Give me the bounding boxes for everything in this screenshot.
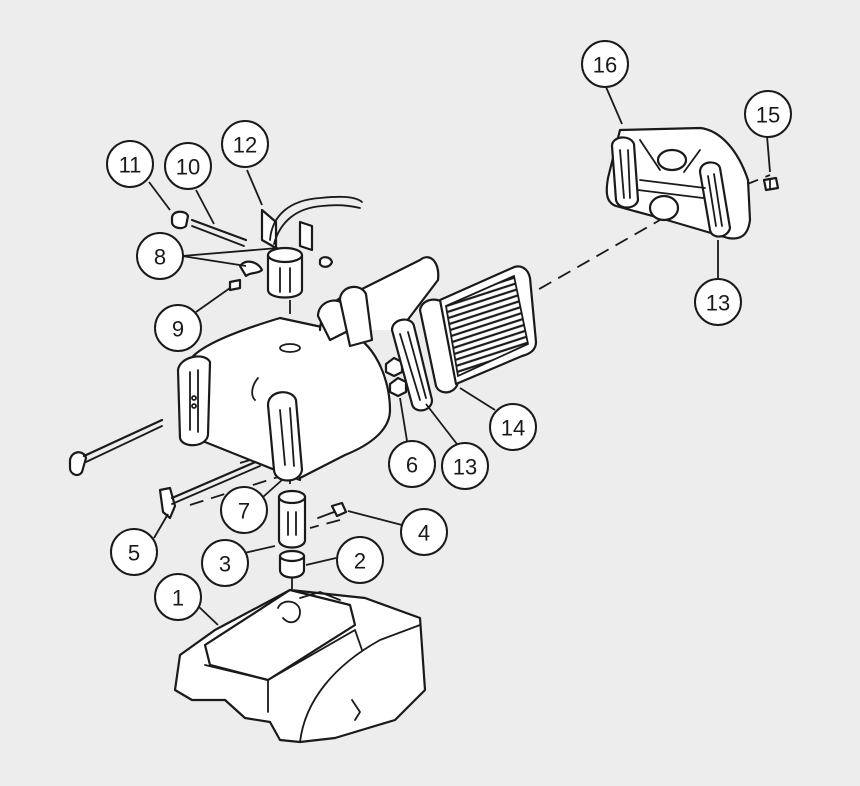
callout-16: 16 <box>581 40 629 88</box>
callout-label: 15 <box>756 103 780 128</box>
callout-label: 1 <box>172 586 184 611</box>
base-housing <box>173 588 427 744</box>
callout-circle <box>581 40 629 88</box>
callout-9: 9 <box>154 304 202 352</box>
callout-11: 11 <box>106 140 154 188</box>
callout-1: 1 <box>154 573 202 621</box>
callout-label: 3 <box>219 552 231 577</box>
callout-label: 4 <box>418 521 430 546</box>
callout-circle <box>110 528 158 576</box>
callout-4: 4 <box>400 508 448 556</box>
upper-fittings <box>170 195 363 299</box>
callout-circle <box>694 278 742 326</box>
callout-7: 7 <box>220 486 268 534</box>
bushing <box>278 549 306 579</box>
callout-8: 8 <box>136 232 184 280</box>
leader-lines <box>148 86 771 626</box>
callout-label: 10 <box>176 155 200 180</box>
callout-13: 13 <box>694 278 742 326</box>
callout-circle <box>106 140 154 188</box>
callout-circle <box>164 142 212 190</box>
callout-14: 14 <box>489 403 537 451</box>
callout-label: 2 <box>354 549 366 574</box>
handle-rods <box>68 418 262 520</box>
callout-12: 12 <box>221 120 269 168</box>
callout-label: 11 <box>119 153 142 178</box>
bolt <box>317 501 348 519</box>
grill-heater <box>418 265 538 394</box>
callout-2: 2 <box>336 536 384 584</box>
callout-circle <box>400 508 448 556</box>
callout-circle <box>336 536 384 584</box>
yoke-body <box>176 316 392 482</box>
callout-circle <box>441 442 489 490</box>
clip <box>762 176 780 192</box>
callout-label: 14 <box>501 416 525 441</box>
callout-circle <box>744 90 792 138</box>
callout-label: 12 <box>233 133 257 158</box>
nuts <box>384 356 408 398</box>
callout-5: 5 <box>110 528 158 576</box>
callout-circle <box>489 403 537 451</box>
callout-circle <box>154 304 202 352</box>
callout-circle <box>154 573 202 621</box>
callout-label: 13 <box>453 455 477 480</box>
callout-label: 8 <box>154 245 166 270</box>
callout-label: 6 <box>406 453 418 478</box>
back-plate <box>605 126 752 240</box>
callout-circle <box>201 539 249 587</box>
callout-circle <box>221 120 269 168</box>
sliding-bracket <box>316 256 440 412</box>
callout-6: 6 <box>388 440 436 488</box>
callout-label: 16 <box>593 53 617 78</box>
callout-13: 13 <box>441 442 489 490</box>
callout-10: 10 <box>164 142 212 190</box>
callout-label: 5 <box>128 541 140 566</box>
callout-circle <box>220 486 268 534</box>
callout-circle <box>388 440 436 488</box>
callout-label: 13 <box>706 291 730 316</box>
callout-15: 15 <box>744 90 792 138</box>
callout-3: 3 <box>201 539 249 587</box>
callout-label: 9 <box>172 317 184 342</box>
post-sleeve <box>277 489 307 549</box>
callout-circle <box>136 232 184 280</box>
callout-label: 7 <box>238 499 250 524</box>
